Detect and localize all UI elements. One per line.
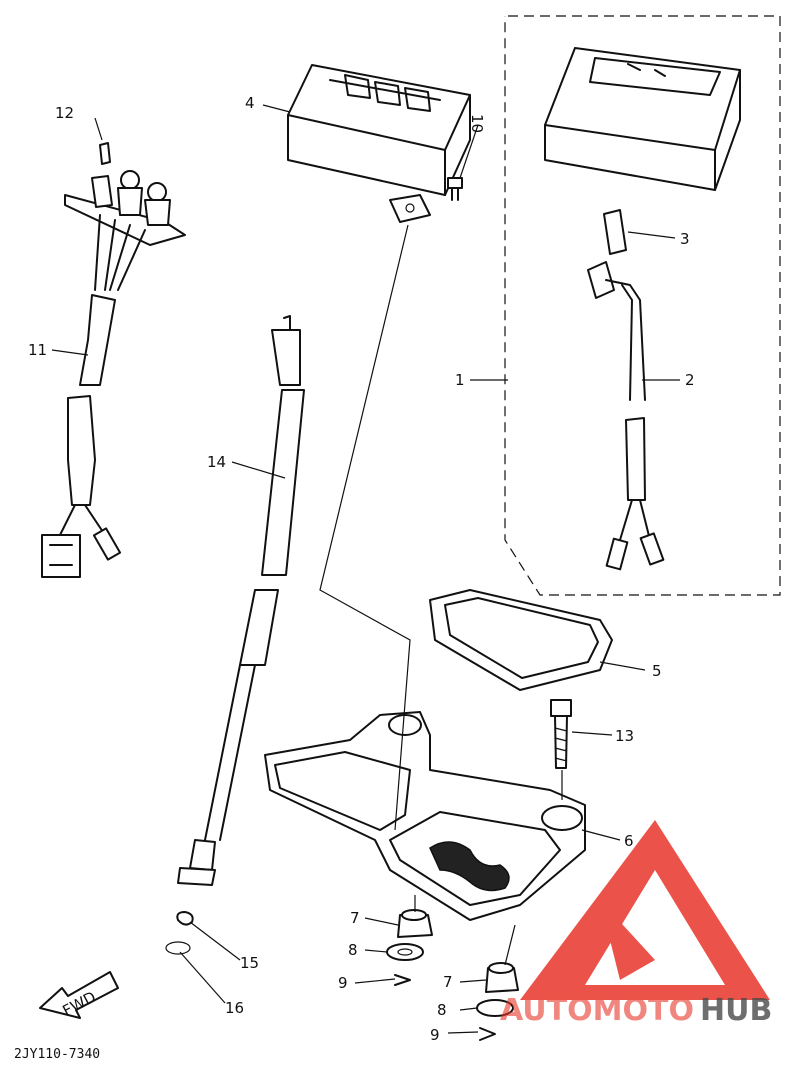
callout-7a: 7 bbox=[350, 909, 360, 927]
callout-8a: 8 bbox=[348, 941, 358, 959]
part-2-meter-lead bbox=[587, 261, 665, 571]
callout-1: 1 bbox=[455, 371, 465, 389]
callout-2: 2 bbox=[685, 371, 695, 389]
part-5-gasket bbox=[429, 589, 613, 691]
callout-3: 3 bbox=[680, 230, 690, 248]
part-7-8-9-right-set bbox=[476, 962, 519, 1041]
callout-13: 13 bbox=[615, 727, 634, 745]
callout-8b: 8 bbox=[437, 1001, 447, 1019]
part-3-socket bbox=[603, 209, 627, 255]
part-13-bolt bbox=[550, 699, 572, 769]
callout-9b: 9 bbox=[430, 1026, 440, 1044]
assembly-1-dashed-box bbox=[504, 15, 781, 596]
assembly-1-meter bbox=[544, 47, 741, 191]
callout-6: 6 bbox=[624, 832, 634, 850]
callout-15: 15 bbox=[240, 954, 259, 972]
part-7-8-9-left-set bbox=[386, 909, 433, 986]
watermark-triangle-icon bbox=[520, 820, 770, 1000]
leader-lines bbox=[51, 104, 680, 1034]
callout-12: 12 bbox=[55, 104, 74, 122]
part-14-cable bbox=[177, 315, 305, 886]
callout-10: 10 bbox=[468, 114, 486, 133]
watermark-part2: HUB bbox=[700, 993, 772, 1028]
part-4-meter-case bbox=[287, 64, 471, 223]
callout-9a: 9 bbox=[338, 974, 348, 992]
callout-5: 5 bbox=[652, 662, 662, 680]
callout-7b: 7 bbox=[443, 973, 453, 991]
part-16-ring bbox=[165, 941, 191, 955]
part-10-screw bbox=[447, 177, 463, 201]
callout-4: 4 bbox=[245, 94, 255, 112]
callout-16: 16 bbox=[225, 999, 244, 1017]
part-15-clip bbox=[176, 911, 194, 926]
callout-14: 14 bbox=[207, 453, 226, 471]
forward-arrow: FWD bbox=[39, 971, 119, 1020]
part-11-harness bbox=[41, 142, 186, 578]
automotohub-watermark: AUTOMOTO HUB bbox=[500, 820, 772, 1028]
diagram-code: 2JY110-7340 bbox=[14, 1047, 100, 1062]
callout-11: 11 bbox=[28, 341, 47, 359]
callout-labels: 1 2 3 4 5 6 7 7 8 8 9 9 10 11 12 13 14 1… bbox=[28, 94, 695, 1044]
part-6-bracket bbox=[264, 711, 586, 921]
watermark-part1: AUTOMOTO bbox=[500, 993, 694, 1028]
